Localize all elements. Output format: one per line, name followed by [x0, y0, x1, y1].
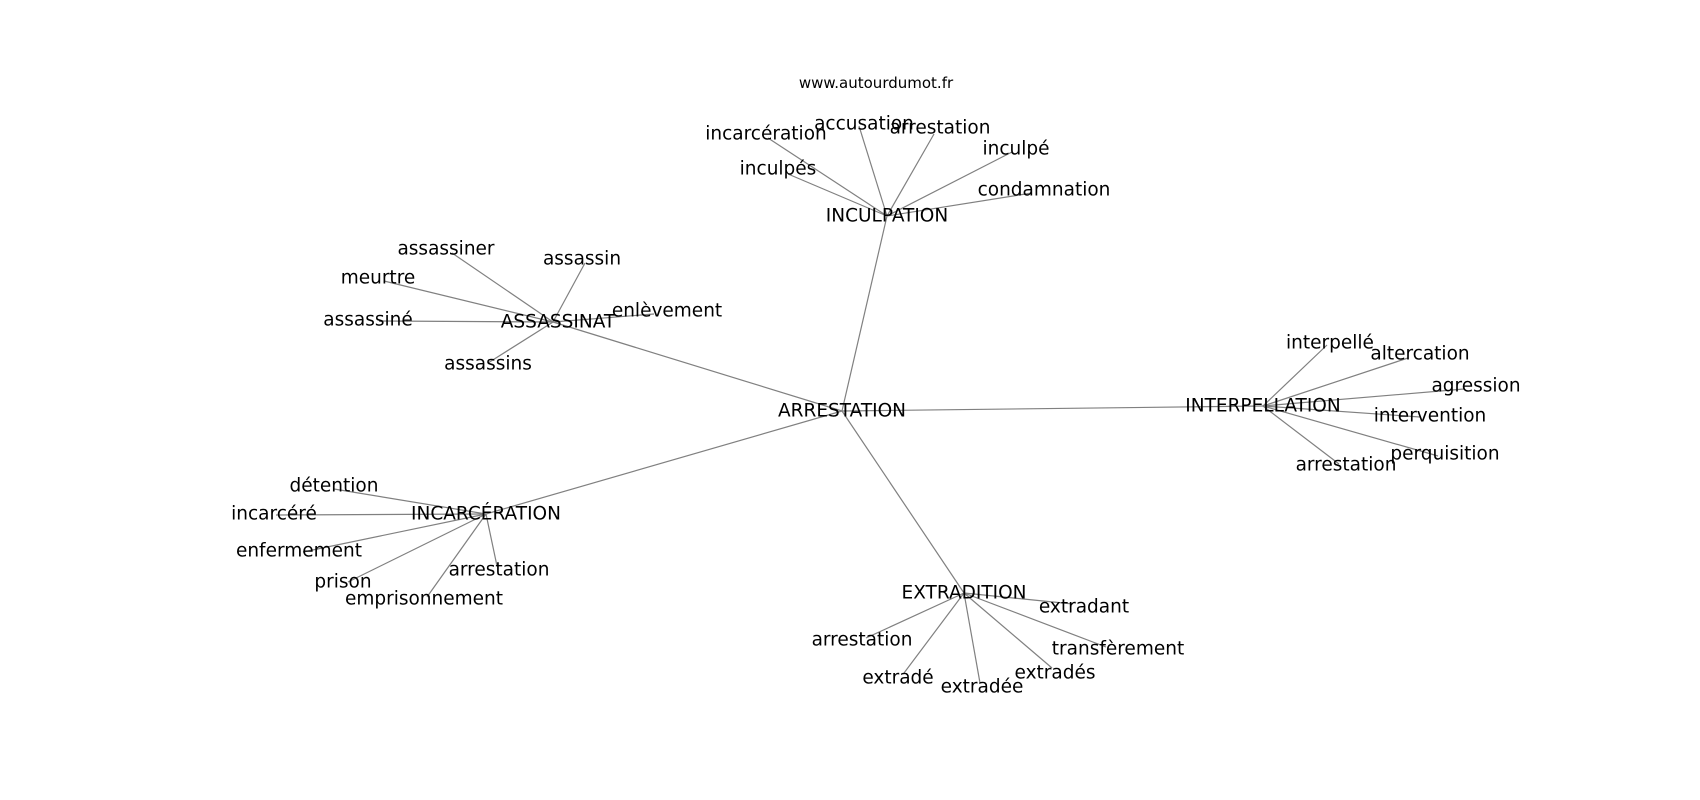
- word-node-label[interactable]: arrestation: [1296, 455, 1397, 476]
- edge-hub-to-word: [963, 592, 1107, 648]
- edge-hub-to-word: [302, 513, 487, 553]
- word-node-label[interactable]: assassiné: [323, 310, 412, 331]
- edge-hub-to-word: [1262, 405, 1421, 418]
- edge-hub-to-word: [787, 173, 888, 217]
- word-node-label[interactable]: assassiner: [397, 239, 494, 260]
- edge-hub-to-word: [487, 321, 554, 364]
- edge-hub-to-word: [963, 592, 1053, 669]
- word-node-label[interactable]: extradant: [1039, 597, 1129, 618]
- word-node-label[interactable]: enlèvement: [612, 301, 722, 322]
- word-node-label[interactable]: altercation: [1370, 344, 1469, 365]
- edge-center-to-hub: [552, 321, 843, 412]
- edge-hub-to-word: [886, 133, 935, 217]
- edge-hub-to-word: [858, 125, 888, 217]
- edge-hub-to-word: [1262, 405, 1439, 457]
- edge-hub-to-word: [333, 488, 487, 515]
- edge-hub-to-word: [963, 592, 1074, 605]
- edge-hub-to-word: [1262, 388, 1465, 407]
- edge-hub-to-word: [485, 513, 498, 567]
- edge-center-to-hub: [841, 410, 965, 594]
- word-node-label[interactable]: extradés: [1015, 663, 1096, 684]
- word-node-label[interactable]: incarcéré: [231, 504, 317, 525]
- edge-hub-to-word: [903, 592, 965, 674]
- hub-node-label[interactable]: EXTRADITION: [902, 583, 1027, 604]
- edge-hub-to-word: [1262, 344, 1328, 407]
- word-node-label[interactable]: assassins: [444, 354, 532, 375]
- word-node-label[interactable]: détention: [290, 476, 379, 497]
- word-node-label[interactable]: interpellé: [1286, 333, 1374, 354]
- edge-hub-to-word: [378, 320, 554, 323]
- edge-center-to-hub: [485, 410, 843, 515]
- word-node-label[interactable]: inculpé: [982, 139, 1049, 160]
- edge-hub-to-word: [383, 280, 554, 323]
- edge-hub-to-word: [552, 262, 586, 323]
- word-node-label[interactable]: inculpés: [740, 159, 817, 180]
- word-node-label[interactable]: extradé: [862, 668, 933, 689]
- edge-hub-to-word: [275, 513, 487, 516]
- edges-layer: [275, 125, 1465, 684]
- hub-node-label[interactable]: INTERPELLATION: [1185, 396, 1340, 417]
- word-node-label[interactable]: arrestation: [449, 560, 550, 581]
- edge-hub-to-word: [347, 513, 487, 583]
- word-node-label[interactable]: condamnation: [978, 180, 1111, 201]
- word-node-label[interactable]: meurtre: [341, 268, 416, 289]
- word-node-label[interactable]: arrestation: [812, 630, 913, 651]
- hub-node-label[interactable]: ASSASSINAT: [501, 312, 616, 333]
- edge-hub-to-word: [963, 592, 981, 684]
- word-node-label[interactable]: accusation: [814, 114, 914, 135]
- word-node-label[interactable]: assassin: [543, 249, 621, 270]
- word-node-label[interactable]: agression: [1431, 376, 1520, 397]
- word-node-label[interactable]: prison: [314, 572, 371, 593]
- word-node-label[interactable]: extradée: [941, 677, 1024, 698]
- edge-hub-to-word: [886, 151, 1013, 217]
- edge-hub-to-word: [426, 513, 487, 598]
- edge-center-to-hub: [841, 405, 1264, 412]
- edge-hub-to-word: [767, 137, 888, 217]
- edge-hub-to-word: [552, 313, 655, 323]
- site-url: www.autourdumot.fr: [799, 74, 954, 92]
- hub-node-label[interactable]: INCARCÉRATION: [411, 503, 561, 525]
- center-node-label[interactable]: ARRESTATION: [778, 401, 906, 422]
- word-node-label[interactable]: enfermement: [236, 541, 362, 562]
- word-node-label[interactable]: transfèrement: [1052, 639, 1184, 660]
- word-node-label[interactable]: incarcération: [705, 124, 827, 145]
- edge-hub-to-word: [1262, 357, 1409, 407]
- edge-hub-to-word: [1262, 405, 1340, 465]
- hub-node-label[interactable]: INCULPATION: [826, 206, 948, 227]
- edge-hub-to-word: [886, 192, 1033, 217]
- edge-hub-to-word: [865, 592, 965, 639]
- edge-center-to-hub: [841, 215, 888, 412]
- word-node-label[interactable]: intervention: [1374, 406, 1487, 427]
- word-node-label[interactable]: emprisonnement: [345, 589, 503, 610]
- word-node-label[interactable]: perquisition: [1390, 444, 1499, 465]
- labels-layer: ARRESTATION INCULPATION incarcérationaccus…: [231, 114, 1520, 698]
- word-node-label[interactable]: arrestation: [890, 118, 991, 139]
- edge-hub-to-word: [451, 252, 554, 323]
